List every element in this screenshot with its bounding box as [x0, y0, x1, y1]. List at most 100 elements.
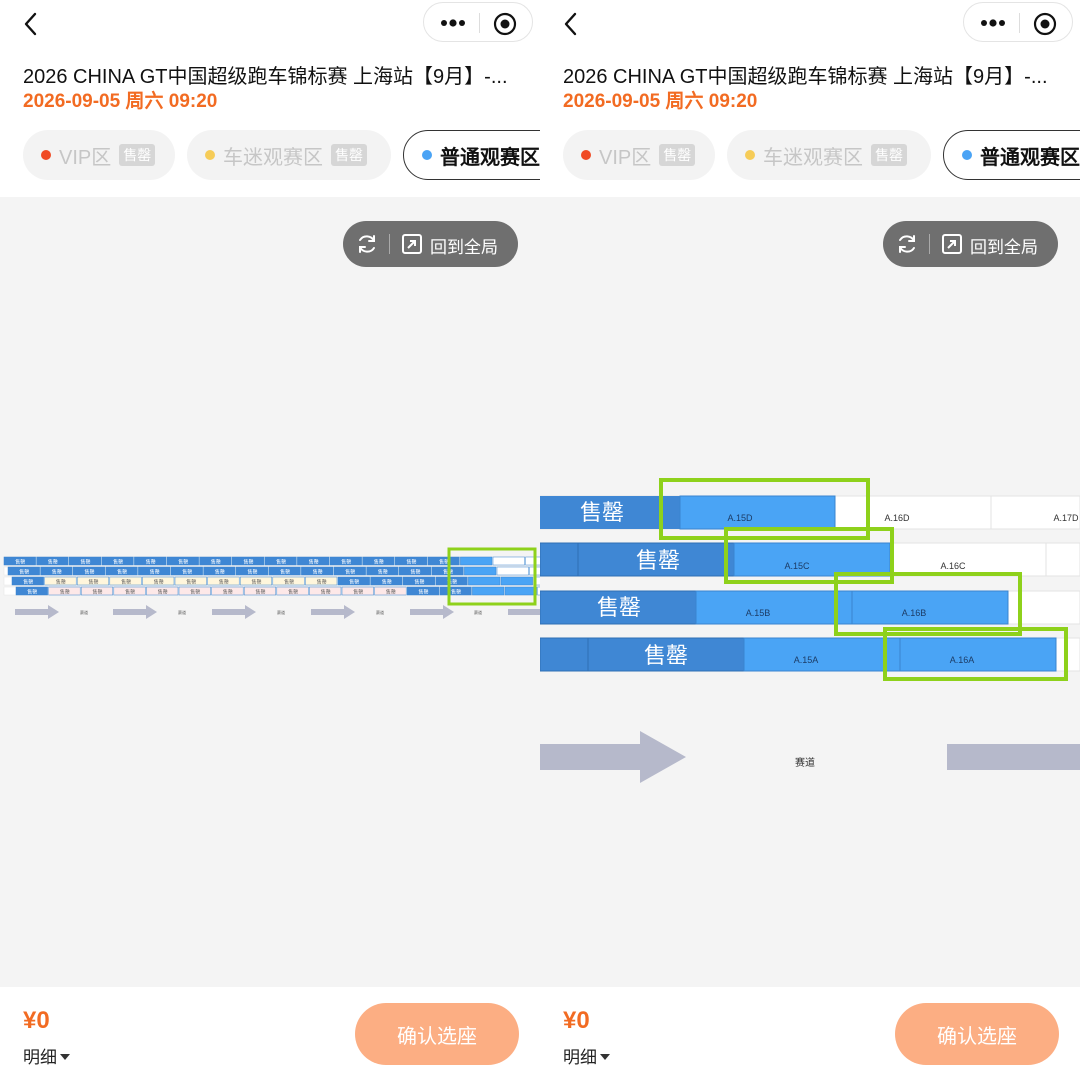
overview-track-label: 赛道	[474, 609, 482, 615]
tab-label: VIP区	[59, 146, 112, 169]
overview-seat-block	[243, 586, 277, 596]
overview-sold-label: 售罄	[251, 579, 261, 586]
chevron-left-icon[interactable]	[558, 10, 586, 38]
seat-A.16A[interactable]	[899, 637, 1057, 672]
overview-track-arrow	[212, 605, 256, 619]
overview-seat-block[interactable]	[504, 586, 537, 596]
more-dots-icon[interactable]	[438, 11, 468, 35]
seat-A.16B[interactable]	[851, 590, 1009, 625]
overview-sold-label: 售罄	[117, 569, 127, 576]
overview-seat-block	[231, 556, 265, 566]
overview-track-arrow	[15, 605, 59, 619]
overview-sold-label: 售罄	[374, 559, 384, 566]
price-detail-toggle[interactable]: 明细	[563, 1043, 610, 1068]
seat-map[interactable]: 回到全局 售罄 A.15D A.16D A.17D 售罄	[540, 197, 1080, 987]
overview-seat-block[interactable]	[472, 586, 505, 596]
overview-sold-label: 售罄	[378, 569, 388, 576]
mini-program-capsule	[963, 2, 1073, 42]
seat-A.15C[interactable]	[733, 542, 891, 577]
tab-vip-area[interactable]: VIP区 售罄	[563, 130, 715, 180]
overview-seat-block	[264, 556, 297, 566]
sold-label: 售罄	[636, 548, 680, 573]
overview-seat-block	[362, 556, 395, 566]
tab-vip-area[interactable]: VIP区 售罄	[23, 130, 175, 180]
tab-general-area[interactable]: 普通观赛区	[403, 130, 540, 180]
overview-sold-label: 售罄	[349, 579, 359, 586]
refresh-icon[interactable]	[355, 232, 379, 256]
tab-label: 普通观赛区	[980, 146, 1080, 169]
overview-seat-block	[7, 566, 40, 576]
seat-A.15B[interactable]	[695, 590, 853, 625]
target-circle-icon[interactable]	[1032, 11, 1058, 37]
overview-sold-label: 售罄	[27, 589, 37, 596]
seat-A.16D[interactable]	[835, 496, 991, 529]
overview-seat-block	[207, 576, 240, 586]
overview-sold-label: 售罄	[158, 589, 168, 596]
area-color-dot	[205, 150, 215, 160]
overview-seat-block	[199, 556, 232, 566]
overview-sold-label: 售罄	[414, 579, 424, 586]
seat-map-overview[interactable]: 售罄售罄售罄售罄售罄售罄售罄售罄售罄售罄售罄售罄售罄售罄售罄售罄售罄售罄售罄售罄…	[0, 197, 540, 987]
track-direction-arrow	[540, 731, 686, 783]
seat-label: A.15C	[784, 561, 810, 571]
more-dots-icon[interactable]	[978, 11, 1008, 35]
overview-seat-block	[105, 566, 138, 576]
seat-A.16C[interactable]	[890, 543, 1046, 576]
confirm-seat-button[interactable]: 确认选座	[355, 1003, 519, 1065]
overview-sold-label: 售罄	[15, 559, 25, 566]
caret-down-icon	[60, 1053, 70, 1060]
target-circle-icon[interactable]	[492, 11, 518, 37]
track-label: 赛道	[795, 756, 815, 769]
overview-sold-label: 售罄	[451, 589, 461, 596]
overview-seat-block	[11, 576, 44, 586]
overview-sold-label: 售罄	[80, 559, 90, 566]
tab-general-area[interactable]: 普通观赛区	[943, 130, 1080, 180]
seat-map-zoomed[interactable]: 售罄 A.15D A.16D A.17D 售罄 A.15C A.16C	[540, 197, 1080, 987]
price-detail-toggle[interactable]: 明细	[23, 1043, 70, 1068]
overview-seat-block[interactable]	[460, 556, 493, 566]
overview-seat-block	[146, 586, 179, 596]
overview-seat-block	[239, 576, 273, 586]
overview-sold-label: 售罄	[284, 579, 294, 586]
overview-seat-block[interactable]	[500, 576, 533, 586]
reset-view-label: 回到全局	[430, 238, 498, 257]
overview-seat-block	[138, 566, 171, 576]
tab-fan-area[interactable]: 车迷观赛区 售罄	[187, 130, 391, 180]
overview-sold-label: 售罄	[154, 579, 164, 586]
caret-down-icon	[600, 1053, 610, 1060]
sold-block	[540, 542, 579, 577]
reset-view-button[interactable]	[391, 221, 518, 267]
overview-seat-block	[142, 576, 175, 586]
overview-seat-block	[492, 556, 525, 566]
overview-seat-block	[435, 576, 468, 586]
overview-seat-block[interactable]	[464, 566, 497, 576]
overview-seat-block	[44, 576, 77, 586]
tab-fan-area[interactable]: 车迷观赛区 售罄	[727, 130, 931, 180]
overview-seat-block	[72, 566, 106, 576]
overview-track-arrow	[410, 605, 454, 619]
checkout-bar: ¥0 明细 确认选座	[540, 987, 1080, 1080]
overview-track-arrow	[113, 605, 157, 619]
overview-sold-label: 售罄	[211, 559, 221, 566]
overview-seat-block	[337, 576, 370, 586]
overview-sold-label: 售罄	[186, 579, 196, 586]
overview-sold-label: 售罄	[321, 589, 331, 596]
overview-sold-label: 售罄	[243, 559, 253, 566]
overview-seat-block[interactable]	[468, 576, 501, 586]
chevron-left-icon[interactable]	[18, 10, 46, 38]
confirm-seat-button[interactable]: 确认选座	[895, 1003, 1059, 1065]
overview-sold-label: 售罄	[60, 589, 70, 596]
refresh-icon[interactable]	[895, 232, 919, 256]
overview-seat-block	[268, 566, 301, 576]
seat-label: A.16B	[902, 608, 927, 618]
controls-divider	[389, 234, 390, 254]
seat-A.15A[interactable]	[743, 637, 901, 672]
reset-view-button[interactable]	[931, 221, 1058, 267]
capsule-divider	[479, 13, 480, 33]
seat-A.15D[interactable]	[679, 495, 836, 530]
overview-sold-label: 售罄	[56, 579, 66, 586]
sold-block	[540, 496, 680, 529]
overview-seat-block	[174, 576, 207, 586]
overview-highlight-box	[447, 547, 537, 606]
seat-map[interactable]: 回到全局 售罄售罄售罄售罄售罄售罄售罄售罄售罄售罄售罄售罄售罄售罄售罄售罄售罄售…	[0, 197, 540, 987]
